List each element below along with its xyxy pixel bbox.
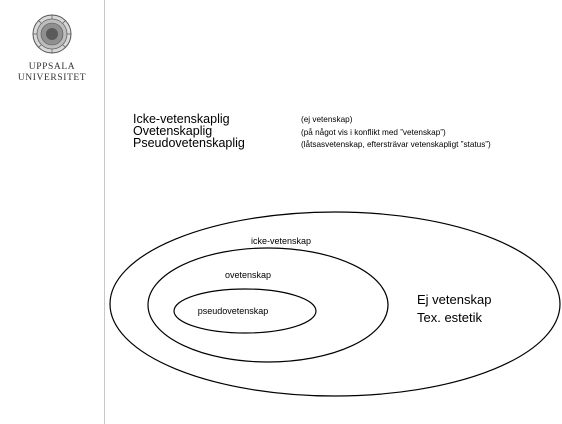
side-label-ej-vetenskap: Ej vetenskap (417, 292, 492, 307)
note-icke-vetenskaplig: (ej vetenskap) (301, 115, 353, 124)
inner-label: pseudovetenskap (198, 306, 269, 316)
term-ovetenskaplig: Ovetenskaplig (133, 124, 213, 138)
inner-ellipse (173, 288, 317, 334)
note-pseudovetenskaplig: (låtsasvetenskap, eftersträvar vetenskap… (301, 140, 491, 149)
term-icke-vetenskaplig: Icke-vetenskaplig (133, 112, 230, 126)
university-seal-icon (32, 14, 72, 54)
outer-ellipse (109, 211, 561, 397)
side-label-tex-estetik: Tex. estetik (417, 310, 483, 325)
outer-label: icke-vetenskap (251, 236, 311, 246)
university-name-line1: UPPSALA (28, 62, 76, 72)
sidebar-divider (104, 0, 105, 424)
middle-label: ovetenskap (225, 270, 271, 280)
middle-ellipse (147, 247, 389, 363)
note-ovetenskaplig: (på något vis i konflikt med ”vetenskap”… (301, 128, 446, 137)
term-pseudovetenskaplig: Pseudovetenskaplig (133, 136, 245, 150)
university-name-line2: UNIVERSITET (17, 73, 87, 83)
